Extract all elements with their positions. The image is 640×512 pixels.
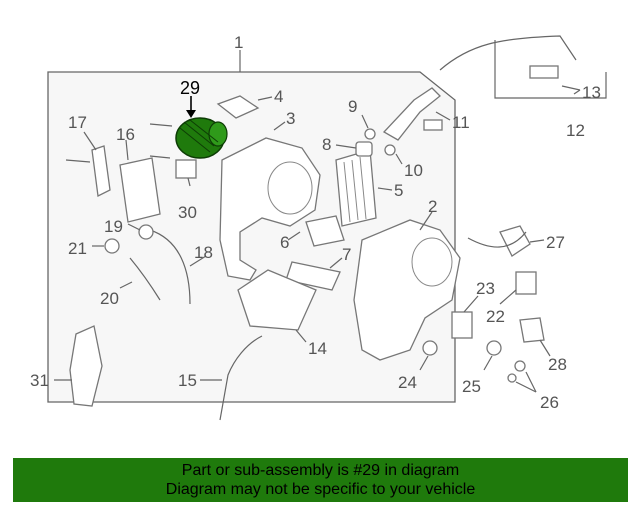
label-7: 7 <box>342 245 351 264</box>
actuator-part-22[interactable] <box>515 271 537 295</box>
subframe-12 <box>494 40 607 99</box>
filter-part-7[interactable] <box>285 261 341 291</box>
clip-part-26b[interactable] <box>507 373 517 383</box>
oring-part-9[interactable] <box>364 128 376 140</box>
hose-part-20[interactable] <box>129 257 161 301</box>
label-24: 24 <box>398 373 417 392</box>
part-number-labels: 1 2 3 4 5 6 7 8 9 10 11 12 13 14 15 16 1… <box>30 33 601 412</box>
clip-part-21[interactable] <box>104 238 120 254</box>
label-8: 8 <box>322 135 331 154</box>
leader-lines <box>54 50 581 393</box>
label-10: 10 <box>404 161 423 180</box>
label-15: 15 <box>178 371 197 390</box>
cable-part-12 <box>439 35 577 71</box>
label-22: 22 <box>486 307 505 326</box>
label-2: 2 <box>428 197 437 216</box>
label-16: 16 <box>116 125 135 144</box>
label-29-highlighted: 29 <box>180 78 200 98</box>
clip-part-19[interactable] <box>138 224 154 240</box>
parts-diagram: 1 2 3 4 5 6 7 8 9 10 11 12 13 14 15 16 1… <box>30 33 607 421</box>
drain-hose-part-15[interactable] <box>219 335 263 421</box>
duct-part-6[interactable] <box>305 215 345 247</box>
label-21: 21 <box>68 239 87 258</box>
resistor-part-30[interactable] <box>175 159 197 179</box>
actuator-part-27[interactable] <box>499 225 531 257</box>
hose-part-18[interactable] <box>149 229 191 305</box>
connector-part-13[interactable] <box>529 65 559 79</box>
screw-a <box>149 123 173 127</box>
label-14: 14 <box>308 339 327 358</box>
sensor-part-25[interactable] <box>486 340 502 356</box>
label-25: 25 <box>462 377 481 396</box>
label-30: 30 <box>178 203 197 222</box>
bracket-part-17[interactable] <box>91 145 111 197</box>
label-13: 13 <box>582 83 601 102</box>
screw-b <box>149 155 171 159</box>
filter-part-5[interactable] <box>335 149 377 227</box>
label-17: 17 <box>68 113 87 132</box>
label-11: 11 <box>452 113 470 132</box>
label-9: 9 <box>348 97 357 116</box>
info-banner: Part or sub-assembly is #29 in diagram D… <box>13 458 628 502</box>
label-18: 18 <box>194 243 213 262</box>
bracket-part-11b[interactable] <box>423 119 443 131</box>
blower-housing-part-3[interactable] <box>219 137 321 281</box>
heater-core-part-16[interactable] <box>119 157 161 223</box>
screw-c <box>65 159 91 163</box>
label-6: 6 <box>280 233 289 252</box>
label-3: 3 <box>286 109 295 128</box>
gasket-part-4[interactable] <box>216 95 260 119</box>
actuator-part-23[interactable] <box>451 311 473 339</box>
harness-part-27 <box>467 231 527 248</box>
bracket-part-28[interactable] <box>519 317 545 343</box>
sensor-part-8[interactable] <box>355 141 373 157</box>
label-12: 12 <box>566 121 585 140</box>
clip-part-26[interactable] <box>514 360 526 372</box>
label-1: 1 <box>234 33 243 52</box>
duct-part-31[interactable] <box>69 325 103 407</box>
oring-part-10[interactable] <box>384 144 396 156</box>
pipe-part-11[interactable] <box>382 87 441 141</box>
label-31: 31 <box>30 371 49 390</box>
banner-line-2: Diagram may not be specific to your vehi… <box>165 481 476 498</box>
grommet-part-24[interactable] <box>422 340 438 356</box>
heater-unit-part-2[interactable] <box>353 219 461 361</box>
label-23: 23 <box>476 279 495 298</box>
drain-tray-part-14[interactable] <box>237 269 317 331</box>
label-19: 19 <box>104 217 123 236</box>
label-28: 28 <box>548 355 567 374</box>
blower-motor-part-29[interactable] <box>175 96 228 159</box>
banner-line-1: Part or sub-assembly is #29 in diagram <box>181 462 460 479</box>
label-27: 27 <box>546 233 565 252</box>
label-26: 26 <box>540 393 559 412</box>
label-5: 5 <box>394 181 403 200</box>
label-4: 4 <box>274 87 283 106</box>
label-20: 20 <box>100 289 119 308</box>
